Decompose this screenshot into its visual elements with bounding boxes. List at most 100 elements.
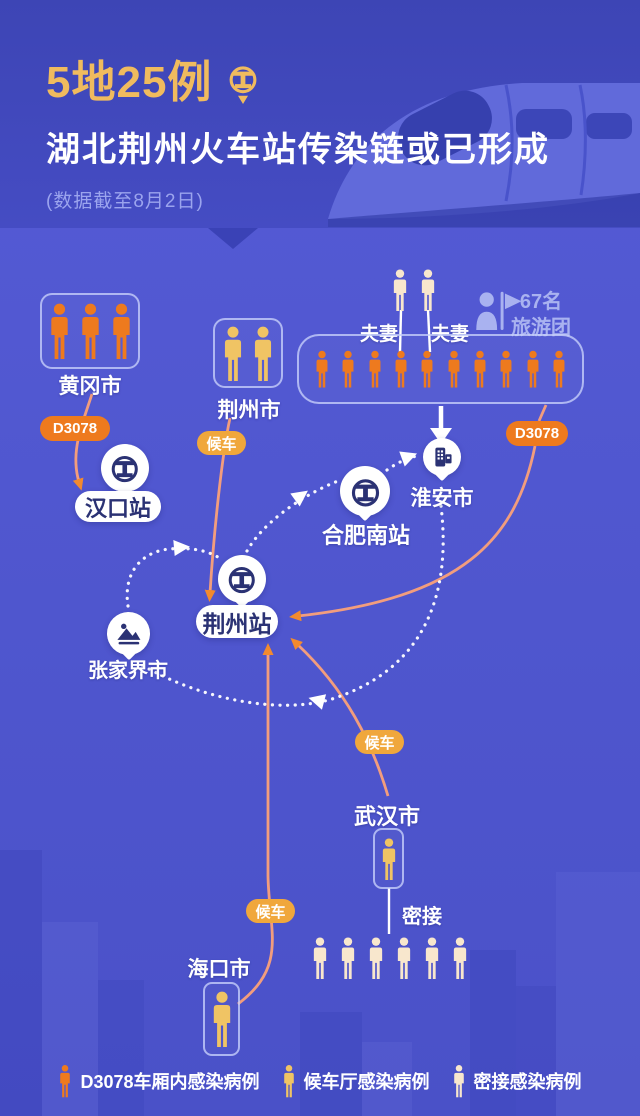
hankou-station-marker [101,444,149,492]
railway-logo-icon [230,66,257,104]
arrow-haikou-to-jingzhou-station [237,643,274,1006]
person-icon [340,345,356,393]
route-arrowhead [173,540,190,556]
jingzhou-station-pill: 荆州站 [196,605,278,638]
wuhan-case-box [373,828,404,889]
jingzhou-station-marker [218,555,266,603]
person-icon [311,934,329,982]
connector-tourbox-d3078 [537,404,548,422]
railway-logo-icon [224,561,260,597]
hefei-south-station-marker [340,466,390,516]
huaian-label: 淮安市 [410,487,474,510]
waiting-pill-haikou: 候车 [246,899,295,923]
person-icon [339,934,357,982]
route-arrowhead [308,694,327,710]
headline-count: 5地25例 [46,57,213,107]
legend-item-closecontact-cases: 密接感染病例 [452,1064,582,1098]
legend-label: 密接感染病例 [473,1072,582,1092]
tour-group-size-line2: 旅游团 [511,317,571,339]
person-icon [498,345,514,393]
legend-label: D3078车厢内感染病例 [80,1072,260,1092]
person-icon [221,326,245,381]
haikou-case-box [203,982,240,1056]
couple-link-line [426,309,432,353]
zhangjiajie-city-marker [107,612,150,655]
mountain-icon [113,618,145,650]
person-icon [419,345,435,393]
person-icon [446,345,462,393]
skyline-silhouette [300,1012,362,1116]
headline: 湖北荆州火车站传染链或已形成 [46,131,550,169]
legend-item-waitinghall-cases: 候车厅感染病例 [282,1064,430,1098]
person-icon [58,1064,72,1098]
skyline-silhouette [98,980,144,1116]
hankou-station-pill: 汉口站 [75,491,161,522]
jingzhou-city-case-group [213,318,283,388]
arrow-d3078-to-jingzhou-station [289,445,537,622]
close-contacts-row [311,934,469,982]
person-icon [78,303,103,359]
person-icon [380,836,398,882]
tour-group-size-line1: 67名 [519,291,563,313]
person-icon [314,345,330,393]
route-arrowhead [399,451,418,467]
person-icon [423,934,441,982]
person-icon [395,934,413,982]
tour-group-size: 67名 旅游团 [507,289,575,341]
railway-logo-icon [347,473,384,510]
zhangjiajie-label: 张家界市 [88,660,168,682]
route-huaian-to-zhangjiajie [140,504,445,707]
route-jingzhou-to-hefei [245,479,340,553]
person-icon [393,345,409,393]
jingzhou-city-label: 荆州市 [217,399,281,422]
person-icon [472,345,488,393]
person-icon [282,1064,296,1098]
person-icon [451,934,469,982]
building-icon [428,443,456,471]
person-icon [47,303,72,359]
train-illustration [328,83,640,227]
person-icon [525,345,541,393]
skyline-silhouette [516,986,556,1116]
legend: D3078车厢内感染病例 候车厅感染病例 密接感染病例 [0,1064,640,1098]
huanggang-case-group [40,293,140,369]
data-cutoff-note: (数据截至8月2日) [46,191,204,212]
skyline-silhouette [42,922,98,1116]
skyline-silhouette [470,950,516,1116]
header: 5地25例 湖北荆州火车站传染链或已形成 (数据截至8月2日) [0,0,640,228]
waiting-pill-wuhan: 候车 [355,730,404,754]
haikou-label: 海口市 [187,958,251,981]
header-notch [208,228,258,249]
legend-label: 候车厅感染病例 [303,1072,430,1092]
person-icon [452,1064,466,1098]
waiting-pill-jingzhou-city: 候车 [197,431,246,455]
person-icon [419,268,437,312]
arrow-wuhan-to-jingzhou-station [290,637,390,797]
hefei-south-label: 合肥南站 [321,523,410,548]
huaian-city-marker [423,438,461,476]
route-arrowhead [290,490,308,507]
close-contact-label: 密接 [402,906,442,928]
skyline-silhouette [556,872,640,1116]
couple-persons [391,268,437,312]
tour-group-members-box [297,334,584,404]
person-icon [109,303,134,359]
skyline-silhouette [0,850,42,1116]
legend-person-yellow-icon [282,1064,296,1098]
couple-link-line [398,309,403,353]
legend-item-train-cases: D3078车厢内感染病例 [58,1064,260,1098]
huanggang-label: 黄冈市 [58,375,122,398]
person-icon [210,990,234,1048]
person-icon [551,345,567,393]
wuhan-label: 武汉市 [353,804,420,829]
railway-logo-icon [107,450,143,486]
route-zhangjiajie-to-jingzhou [125,546,223,608]
legend-person-orange-icon [58,1064,72,1098]
person-icon [367,934,385,982]
person-icon [367,345,383,393]
d3078-pill-right: D3078 [506,421,568,446]
legend-person-cream-icon [452,1064,466,1098]
tourgroup-to-huaian-arrowhead [430,428,452,444]
skyline-silhouette [362,1042,412,1116]
